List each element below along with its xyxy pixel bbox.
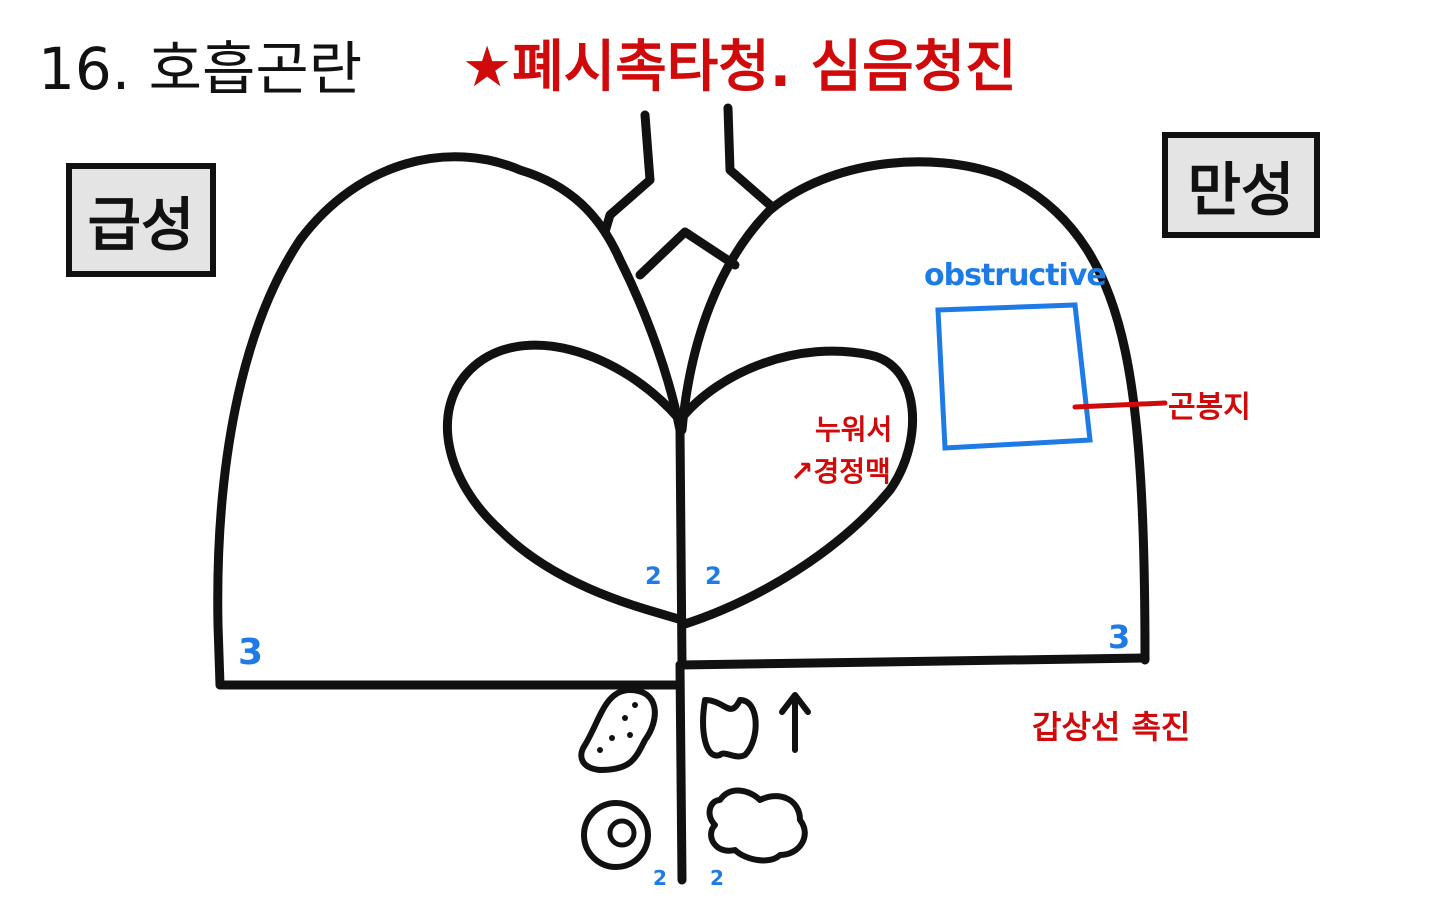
clubbing-label: 곤봉지	[1168, 390, 1251, 425]
number-left-corner: 3	[238, 632, 264, 673]
chronic-label: 만성	[1162, 132, 1320, 238]
number-bottom-left: 2	[653, 866, 667, 890]
thyroid-label: 갑상선 촉진	[1032, 708, 1191, 746]
page-title: 16. 호흡곤란	[38, 35, 363, 103]
number-center-left: 2	[645, 562, 662, 590]
left-lung	[213, 152, 687, 690]
subtitle: ★폐시촉타청. 심음청진	[462, 35, 1017, 100]
heart	[442, 340, 918, 630]
right-lung	[677, 157, 1150, 665]
obstructive-label: obstructive	[924, 258, 1107, 293]
acute-label: 급성	[66, 163, 216, 277]
up-arrow-icon	[779, 692, 811, 753]
jvp-label-2: ↗경정맥	[790, 455, 891, 488]
pancreas-icon	[578, 687, 658, 773]
clubbing-pointer	[1072, 400, 1168, 410]
star-icon: ★	[462, 35, 513, 100]
number-center-right: 2	[705, 562, 722, 590]
cloud-icon	[706, 787, 808, 864]
cell-icon	[581, 800, 651, 870]
obstructive-box	[935, 302, 1093, 451]
jvp-label-1: 누워서	[815, 413, 893, 446]
trachea	[600, 110, 655, 237]
number-right-corner: 3	[1108, 618, 1131, 656]
thyroid-icon	[700, 697, 759, 760]
number-bottom-right: 2	[710, 866, 724, 890]
